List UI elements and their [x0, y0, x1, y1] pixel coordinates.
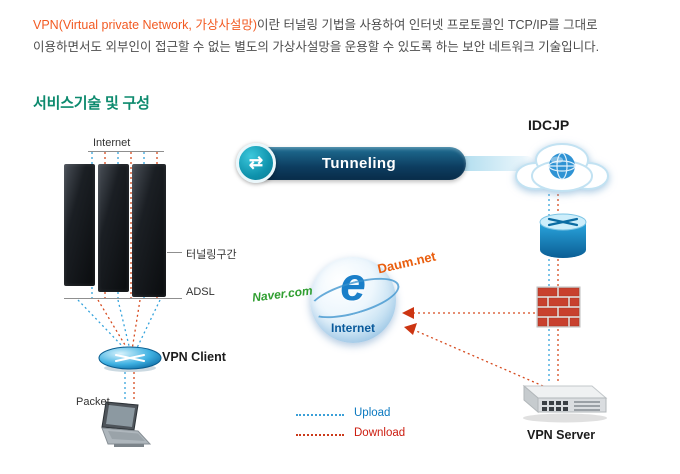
intro-line1-rest: 이란 터널링 기법을 사용하여 인터넷 프로토콜인 TCP/IP를 그대로	[257, 18, 598, 32]
internet-globe: e Internet	[304, 257, 404, 343]
tunnel-zone-label: 터널링구간	[186, 249, 237, 261]
idc-cloud-icon	[515, 143, 609, 192]
upload-legend-line	[296, 414, 344, 416]
packet-label: Packet	[76, 396, 110, 408]
internet-line	[88, 151, 164, 152]
router-icon	[539, 213, 587, 258]
download-legend-label: Download	[354, 427, 406, 439]
internet-line-label: Internet	[93, 137, 131, 149]
tunneling-banner: Tunneling	[252, 147, 466, 180]
tunnel-arrows-icon: ⇄	[236, 143, 276, 183]
intro-paragraph: VPN(Virtual private Network, 가상사설망)이란 터널…	[33, 14, 658, 58]
section-title: 서비스기술 및 구성	[33, 95, 150, 112]
adsl-line	[64, 298, 182, 299]
firewall-icon	[536, 286, 581, 328]
tunneling-label: Tunneling	[321, 155, 397, 172]
tunnel-tail	[458, 156, 534, 171]
tunnel-panel	[98, 164, 129, 292]
internet-globe-caption: Internet	[330, 321, 375, 335]
download-legend-line	[296, 434, 344, 436]
tunnel-arrows-glyph: ⇄	[248, 153, 264, 172]
upload-legend-label: Upload	[354, 407, 391, 419]
ie-logo-icon: e	[340, 258, 366, 310]
intro-highlight: VPN(Virtual private Network, 가상사설망)	[33, 18, 257, 32]
vpn-client-icon	[98, 346, 162, 372]
vpn-server-icon	[522, 384, 608, 423]
adsl-label: ADSL	[186, 286, 215, 298]
intro-line2: 이용하면서도 외부인이 접근할 수 없는 별도의 가상사설망을 운용할 수 있도…	[33, 40, 600, 54]
tunnel-zone-tick	[167, 252, 182, 253]
vpn-server-label: VPN Server	[527, 428, 596, 442]
tunnel-panel	[132, 164, 166, 297]
tunnel-panel	[64, 164, 95, 286]
laptop-icon	[101, 401, 152, 447]
idcjp-label: IDCJP	[528, 117, 570, 133]
vpn-client-label: VPN Client	[162, 350, 226, 364]
